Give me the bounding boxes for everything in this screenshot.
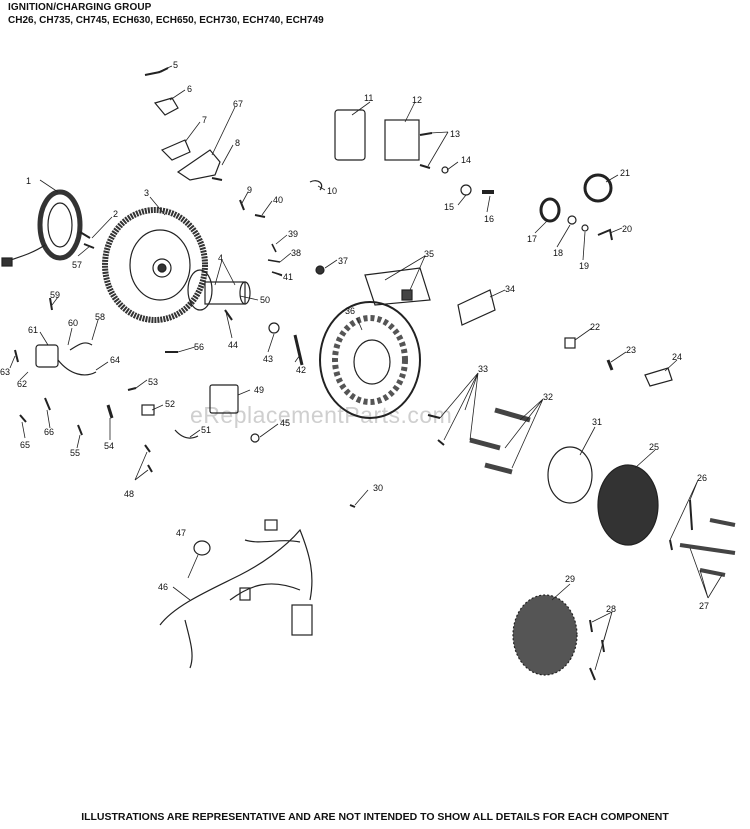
callout-61: 61 [28,325,38,335]
callout-3: 3 [144,188,149,198]
callout-15: 15 [444,202,454,212]
callout-59: 59 [50,290,60,300]
callout-36: 36 [345,306,355,316]
callout-24: 24 [672,352,682,362]
callout-16: 16 [484,214,494,224]
callout-62: 62 [17,379,27,389]
callout-8: 8 [235,138,240,148]
callout-57: 57 [72,260,82,270]
callout-49: 49 [254,385,264,395]
callout-34: 34 [505,284,515,294]
callout-66: 66 [44,427,54,437]
callout-26: 26 [697,473,707,483]
callout-64: 64 [110,355,120,365]
fan-part [319,301,421,419]
callout-40: 40 [273,195,283,205]
callout-39: 39 [288,229,298,239]
flywheel-part [102,207,208,323]
callout-10: 10 [327,186,337,196]
callout-25: 25 [649,442,659,452]
callout-37: 37 [338,256,348,266]
stator-part [1,189,83,267]
callout-5: 5 [173,60,178,70]
callout-51: 51 [201,425,211,435]
callout-35: 35 [424,249,434,259]
callout-56: 56 [194,342,204,352]
callout-4: 4 [218,253,223,263]
callout-17: 17 [527,234,537,244]
callout-7: 7 [202,115,207,125]
callout-60: 60 [68,318,78,328]
callout-9: 9 [247,185,252,195]
callout-28: 28 [606,604,616,614]
callout-46: 46 [158,582,168,592]
callout-14: 14 [461,155,471,165]
callout-65: 65 [20,440,30,450]
callout-52: 52 [165,399,175,409]
callout-23: 23 [626,345,636,355]
callout-41: 41 [283,272,293,282]
callout-18: 18 [553,248,563,258]
ignition-module-part [14,297,97,376]
callout-32: 32 [543,392,553,402]
callout-6: 6 [187,84,192,94]
model-list: CH26, CH735, CH745, ECH630, ECH650, ECH7… [8,15,324,26]
callout-22: 22 [590,322,600,332]
callout-31: 31 [592,417,602,427]
callout-13: 13 [450,129,460,139]
callout-30: 30 [373,483,383,493]
callout-44: 44 [228,340,238,350]
callout-38: 38 [291,248,301,258]
callout-33: 33 [478,364,488,374]
hub-part [187,269,251,311]
callout-1: 1 [26,176,31,186]
wiring-harness-part [159,519,313,669]
watermark: eReplacementParts.com [190,402,453,428]
callout-21: 21 [620,168,630,178]
callout-58: 58 [95,312,105,322]
callout-20: 20 [622,224,632,234]
callout-labels: 1 2 3 4 5 6 7 8 9 10 11 12 13 14 15 16 1… [0,60,709,614]
callout-54: 54 [104,441,114,451]
disclaimer-footer: ILLUSTRATIONS ARE REPRESENTATIVE AND ARE… [81,811,669,823]
callout-63: 63 [0,367,10,377]
callout-48: 48 [124,489,134,499]
callout-27: 27 [699,601,709,611]
callout-47: 47 [176,528,186,538]
callout-43: 43 [263,354,273,364]
callout-2: 2 [113,209,118,219]
callout-42: 42 [296,365,306,375]
callout-45: 45 [280,418,290,428]
diagram-title: IGNITION/CHARGING GROUP [8,2,152,13]
callout-50: 50 [260,295,270,305]
callout-19: 19 [579,261,589,271]
callout-11: 11 [364,93,373,103]
callout-67: 67 [233,99,243,109]
callout-29: 29 [565,574,575,584]
callout-53: 53 [148,377,158,387]
callout-12: 12 [412,95,422,105]
callout-55: 55 [70,448,80,458]
